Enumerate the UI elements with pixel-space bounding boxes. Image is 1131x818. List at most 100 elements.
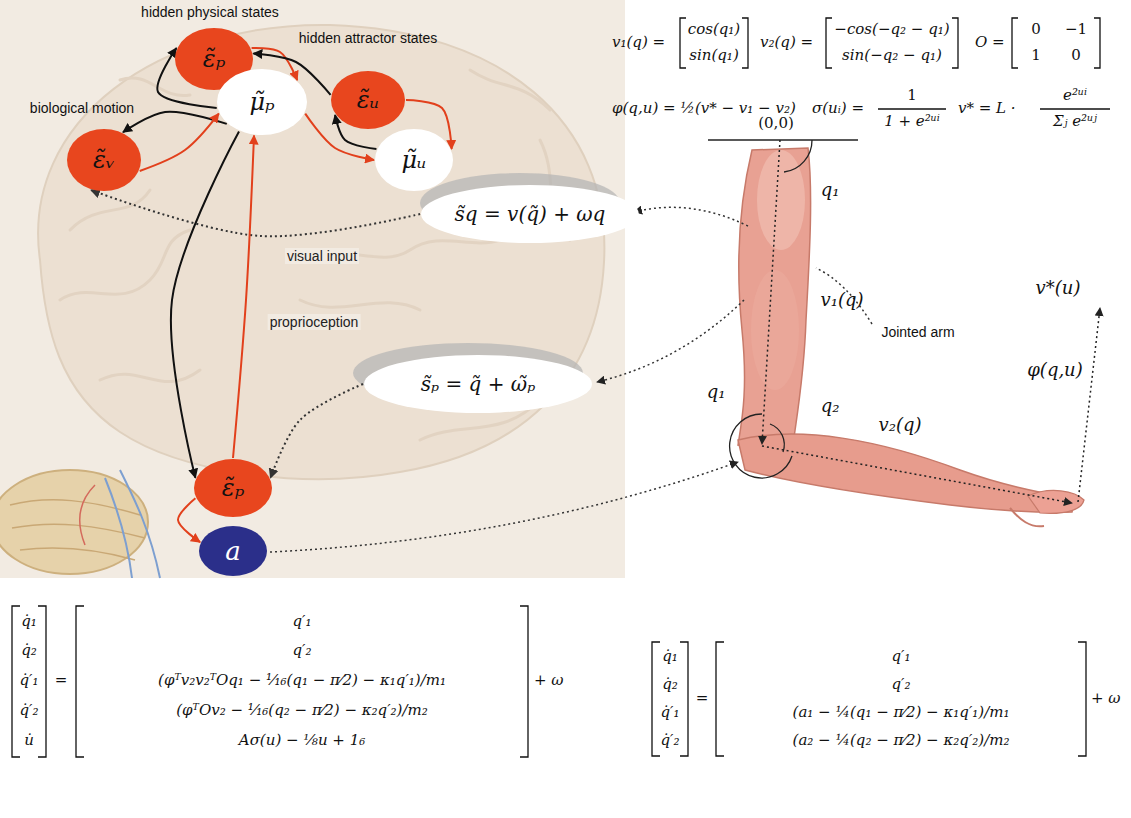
segment-vector (762, 140, 780, 444)
matrix-cell: sin(−q₂ − q₁) (842, 47, 942, 64)
equation-term: + ω (534, 672, 564, 689)
matrix-cell: q̇₂ (662, 676, 678, 693)
equation-term: σ(uᵢ) = (812, 100, 864, 117)
matrix-bracket (952, 18, 958, 68)
node-text: s̃ₚ = q̃ + ω̃ₚ (421, 373, 535, 395)
deltoid (757, 150, 805, 250)
node-ellipse (67, 129, 141, 191)
matrix-cell: cos(q₁) (688, 21, 740, 38)
node-text: μ̃ᵤ (401, 147, 426, 173)
matrix-cell: −cos(−q₂ − q₁) (834, 21, 949, 38)
sensory-arrow (271, 384, 363, 478)
matrix-cell: (a₂ − ¼(q₂ − π⁄2) − κ₂q′₂)/m₂ (793, 732, 1010, 749)
group-label: hidden physical states (141, 4, 279, 20)
message-arrow (233, 135, 254, 458)
node-text: ε̃ₚ (203, 46, 225, 72)
node-ellipse (217, 69, 307, 135)
segment-vector (762, 446, 1072, 503)
node-text: ε̃ₚ (222, 475, 244, 501)
matrix-bracket (680, 642, 688, 756)
jointed-arm (708, 140, 1100, 526)
node-ellipse (331, 71, 405, 129)
label-leader (816, 268, 872, 324)
matrix-bracket (1012, 18, 1018, 68)
expectation-node: μ̃ₚ (216, 68, 308, 136)
node-text: ε̃ᵤ (357, 87, 379, 113)
shoulder-line (708, 139, 858, 141)
matrix-cell: (a₁ − ¼(q₁ − π⁄2) − κ₁q′₁)/m₁ (793, 704, 1010, 721)
message-arrow (178, 498, 200, 542)
angle-label: q₁ (821, 180, 840, 201)
vector-label: v₂(q) (879, 415, 922, 436)
fraction-term: Σⱼ e²ᵘʲ (1053, 113, 1097, 130)
matrix-cell: q̇′₁ (660, 704, 679, 721)
node-ellipse (194, 459, 272, 517)
equation-term: v₁(q) = (612, 34, 665, 51)
cerebellum (0, 470, 160, 578)
brain-gyrus (470, 70, 550, 110)
matrix-bracket (12, 606, 20, 757)
fraction-term: e²ᵘⁱ (1063, 87, 1087, 104)
matrix-bracket (1094, 18, 1100, 68)
matrix-cell: sin(q₁) (689, 47, 738, 64)
matrix-bracket (38, 606, 46, 757)
finger (1010, 508, 1044, 526)
matrix-cell: (φᵀv₂v₂ᵀOq₁ − ¹⁄₁₆(q₁ − π⁄2) − κ₁q′₁)/m₁ (158, 672, 446, 689)
fraction-bar (1040, 108, 1110, 109)
brain-gyrus (300, 300, 420, 310)
matrix-cell: q′₁ (891, 648, 910, 665)
vector-label: φ(q,u) (1027, 360, 1083, 381)
brain-outline (38, 25, 604, 479)
angle-arc (784, 140, 812, 172)
matrix-bracket (1078, 642, 1086, 756)
prediction-error-node: ε̃ₚ (193, 458, 273, 518)
node-ellipse (421, 185, 639, 243)
node-text: μ̃ₚ (249, 89, 274, 115)
fraction-term: 1 (907, 87, 917, 104)
matrix-bracket (652, 642, 660, 756)
prediction-error-node: ε̃ᵥ (66, 128, 142, 192)
matrix-cell: 1 (1031, 47, 1041, 64)
cerebellum-folia (10, 500, 145, 560)
cerebellum-shape (0, 470, 148, 574)
node-text: a (225, 537, 241, 566)
matrix-bracket (742, 18, 748, 68)
angle-label: q₂ (821, 396, 840, 417)
brainstem-vessels (105, 470, 160, 578)
sensory-arrow (91, 190, 420, 236)
matrix-bracket (520, 606, 528, 757)
matrix-cell: Aσ(u) − ⅛u + 1₆ (239, 732, 365, 749)
brainstem-vessels (80, 485, 95, 545)
equation-term: + ω (1091, 690, 1121, 707)
matrix-cell: (φᵀOv₂ − ¹⁄₁₆(q₂ − π⁄2) − κ₂q′₂)/m₂ (176, 702, 428, 719)
sensory-leader (597, 300, 744, 382)
node-text: ε̃ᵥ (93, 147, 115, 173)
matrix-cell: q′₁ (292, 613, 311, 630)
equation-term: = (696, 690, 709, 707)
node-ellipse (364, 355, 592, 413)
brain-gyrus (60, 230, 190, 300)
matrix-cell: q̇′₂ (19, 702, 38, 719)
vector-label: v₁(q) (821, 290, 864, 311)
action-leader (270, 462, 738, 552)
equation-term: O = (975, 34, 1005, 51)
equation-term: = (55, 672, 68, 689)
origin-label: (0,0) (758, 115, 794, 132)
action-node: a (198, 525, 268, 577)
equation-term: φ(q,u) = ½(v* − v₁ − v₂) (612, 100, 796, 117)
prediction-error-node: ε̃ᵤ (330, 70, 406, 130)
equation-term: v₂(q) = (760, 34, 813, 51)
matrix-bracket (680, 18, 686, 68)
fraction-bar (878, 108, 946, 109)
matrix-cell: q̇₁ (21, 613, 37, 630)
upper-arm (738, 148, 811, 452)
equation-term: v* = L · (958, 100, 1016, 117)
equation-brackets (12, 18, 1110, 757)
biceps (751, 270, 799, 390)
group-label: biological motion (30, 100, 134, 116)
node-ellipse (199, 526, 267, 576)
forearm (738, 434, 1075, 512)
matrix-cell: q̇₂ (21, 642, 37, 659)
